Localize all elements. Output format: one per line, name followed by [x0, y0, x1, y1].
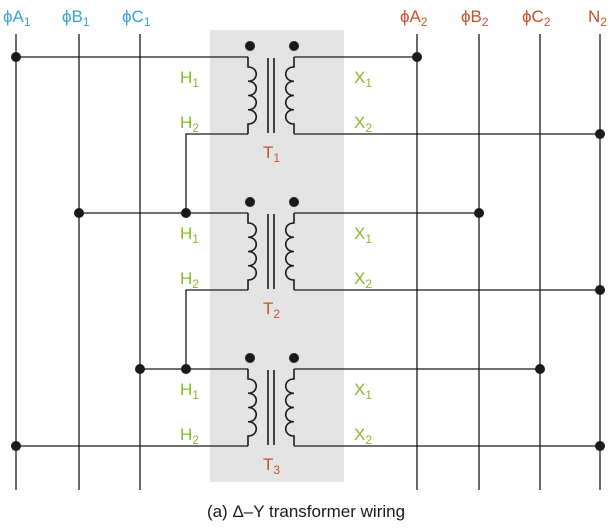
transformer-label-subscript: 3	[273, 463, 280, 477]
junction-dots	[11, 52, 605, 451]
h2-label-subscript: 2	[192, 121, 199, 135]
x2-label-text: X	[354, 425, 365, 444]
junction-dot	[181, 208, 191, 218]
polarity-dot	[289, 197, 299, 207]
junction-dot	[595, 285, 605, 295]
junction-dot	[412, 52, 422, 62]
h2-label-subscript: 2	[192, 277, 199, 291]
h1-label-subscript: 1	[192, 232, 199, 246]
junction-dot	[135, 364, 145, 374]
polarity-dot	[245, 353, 255, 363]
x1-label: X1	[354, 380, 372, 402]
transformer-label-subscript: 1	[273, 151, 280, 165]
h1-label-text: H	[180, 224, 192, 243]
h2-label: H2	[180, 113, 199, 135]
x2-label-subscript: 2	[365, 433, 372, 447]
polarity-dot	[289, 353, 299, 363]
h1-label-text: H	[180, 380, 192, 399]
polarity-dot	[245, 41, 255, 51]
t2-h2-wire	[185, 289, 248, 369]
x2-label-subscript: 2	[365, 277, 372, 291]
polarity-dot	[245, 197, 255, 207]
h1-label-text: H	[180, 68, 192, 87]
h1-label: H1	[180, 380, 199, 402]
bus-label-a1: ϕA1	[3, 7, 31, 29]
junction-dot	[11, 52, 21, 62]
connection-wires	[16, 56, 600, 447]
bus-label-b1: ϕB1	[62, 7, 90, 29]
x1-label: X1	[354, 224, 372, 246]
transformer-label-text: T	[263, 143, 273, 162]
figure-caption: (a) Δ–Y transformer wiring	[206, 502, 406, 521]
t1-h2-wire	[185, 133, 248, 213]
h2-label-text: H	[180, 269, 192, 288]
bus-wires	[15, 34, 601, 490]
bus-label-c1: ϕC1	[122, 7, 151, 29]
transformer-label-text: T	[263, 455, 273, 474]
transformer-label: T2	[263, 299, 280, 321]
junction-dot	[181, 364, 191, 374]
secondary-winding	[284, 213, 295, 290]
x2-label-text: X	[354, 113, 365, 132]
transformer-bank-shading	[210, 30, 344, 482]
x1-label-subscript: 1	[365, 388, 372, 402]
x2-label-text: X	[354, 269, 365, 288]
x1-label-subscript: 1	[365, 232, 372, 246]
junction-dot	[11, 441, 21, 451]
h2-label: H2	[180, 269, 199, 291]
h2-label: H2	[180, 425, 199, 447]
x1-label-text: X	[354, 224, 365, 243]
x2-label-subscript: 2	[365, 121, 372, 135]
junction-dot	[595, 441, 605, 451]
secondary-winding	[284, 57, 295, 134]
h2-label-text: H	[180, 425, 192, 444]
secondary-winding	[284, 369, 295, 446]
junction-dot	[474, 208, 484, 218]
bus-label-a2: ϕA2	[400, 7, 428, 29]
h2-label-text: H	[180, 113, 192, 132]
junction-dot	[535, 364, 545, 374]
bus-labels: ϕA1 ϕB1 ϕC1 ϕA2 ϕB2 ϕC2 N2	[3, 7, 607, 29]
x2-label: X2	[354, 113, 372, 135]
transformer-label: T3	[263, 455, 280, 477]
transformer-label-text: T	[263, 299, 273, 318]
x1-label-subscript: 1	[365, 76, 372, 90]
polarity-dot	[289, 41, 299, 51]
bus-label-n2: N2	[588, 7, 607, 29]
primary-winding	[247, 57, 258, 134]
bus-label-c2: ϕC2	[522, 7, 551, 29]
h1-label-subscript: 1	[192, 76, 199, 90]
transformer-label-subscript: 2	[273, 307, 280, 321]
primary-winding	[247, 369, 258, 446]
h2-label-subscript: 2	[192, 433, 199, 447]
junction-dot	[74, 208, 84, 218]
transformer-label: T1	[263, 143, 280, 165]
bus-label-b2: ϕB2	[461, 7, 489, 29]
x2-label: X2	[354, 269, 372, 291]
h1-label: H1	[180, 68, 199, 90]
h1-label-subscript: 1	[192, 388, 199, 402]
x1-label: X1	[354, 68, 372, 90]
x1-label-text: X	[354, 380, 365, 399]
h1-label: H1	[180, 224, 199, 246]
x1-label-text: X	[354, 68, 365, 87]
junction-dot	[595, 129, 605, 139]
x2-label: X2	[354, 425, 372, 447]
primary-winding	[247, 213, 258, 290]
